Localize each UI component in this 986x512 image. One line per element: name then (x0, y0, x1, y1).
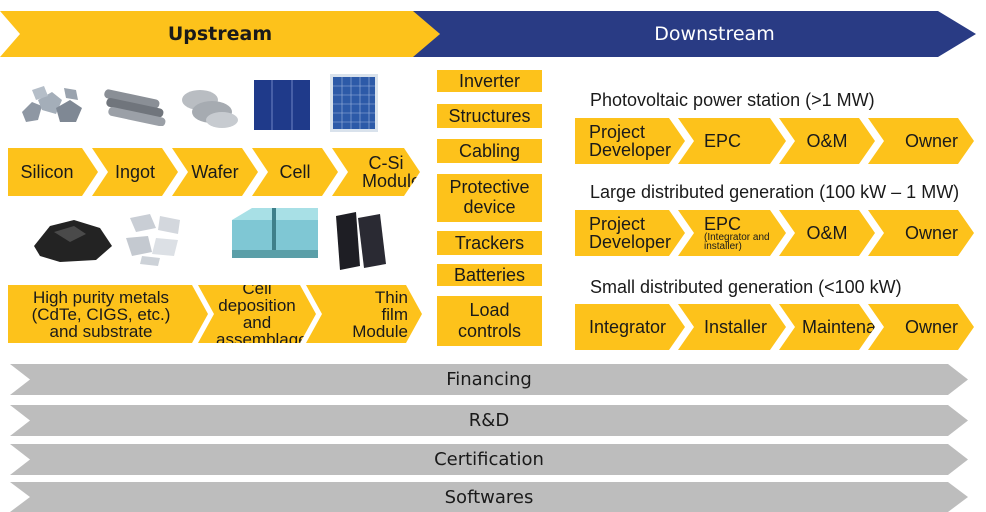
thin-film-deposition-image (232, 208, 318, 258)
seg2-step-om: O&M (779, 210, 875, 256)
segment-title-text: Small distributed generation (<100 kW) (590, 277, 902, 297)
bar-rd: R&D (10, 405, 968, 436)
component-load-controls: Load controls (437, 296, 542, 346)
chain-step-csi-module: C-Si Module (332, 148, 420, 196)
step-label: Maintenance (802, 317, 906, 337)
epc-note: (Integrator and installer) (704, 231, 770, 252)
chain-step-cell: Cell (252, 148, 338, 196)
silicon-chunks-image (22, 86, 82, 122)
component-label-structures: Structures (448, 105, 531, 126)
seg3-step-owner: Owner (868, 304, 974, 350)
step-label: O&M (806, 223, 848, 243)
upstream-header: Upstream (0, 11, 440, 57)
chain-label-csi-module: C-Si Module (362, 153, 422, 191)
component-label-batteries: Batteries (453, 264, 526, 285)
step-label: Owner (904, 223, 958, 243)
component-label-protective-device: Protective device (449, 177, 530, 217)
csi-module-image (330, 74, 378, 132)
upstream-label: Upstream (167, 23, 273, 45)
ingot-image (104, 89, 166, 126)
chain-step-silicon: Silicon (8, 148, 98, 196)
component-batteries: Batteries (437, 264, 542, 286)
step-label: Installer (704, 317, 768, 337)
segment-title-text: Photovoltaic power station (>1 MW) (590, 90, 875, 110)
seg3-step-integrator: Integrator (575, 304, 685, 350)
component-label-load-controls: Load controls (457, 300, 522, 341)
seg1-step-epc: EPC (678, 118, 786, 164)
seg2-step-project-developer: Project Developer (575, 210, 685, 256)
chain-label-cell: Cell (279, 162, 311, 182)
seg2-step-epc: EPC (Integrator and installer) (678, 210, 786, 256)
thin-film-module-image (336, 212, 386, 270)
step-label: EPC (704, 131, 742, 151)
seg1-step-om: O&M (779, 118, 875, 164)
component-cabling: Cabling (437, 139, 542, 163)
substrate-glass-image (126, 214, 180, 266)
segment-title-small-distributed: Small distributed generation (<100 kW) (590, 277, 902, 298)
component-protective-device: Protective device (437, 174, 542, 222)
bar-label-rd: R&D (468, 410, 510, 431)
chain-label-silicon: Silicon (20, 162, 74, 182)
chain-label-high-purity-metals: High purity metals (CdTe, CIGS, etc.) an… (31, 287, 171, 341)
chain-step-high-purity-metals: High purity metals (CdTe, CIGS, etc.) an… (8, 285, 208, 343)
chain-step-wafer: Wafer (172, 148, 258, 196)
seg3-step-installer: Installer (678, 304, 786, 350)
raw-metal-image (34, 220, 112, 262)
wafer-image (182, 90, 238, 128)
solar-cell-image (254, 80, 310, 130)
component-label-inverter: Inverter (458, 70, 521, 91)
segment-title-text: Large distributed generation (100 kW – 1… (590, 182, 960, 202)
chain-label-wafer: Wafer (191, 162, 239, 182)
component-inverter: Inverter (437, 70, 542, 92)
seg1-step-owner: Owner (868, 118, 974, 164)
step-label: O&M (806, 131, 848, 151)
component-label-trackers: Trackers (454, 232, 525, 253)
step-label: Project Developer (589, 214, 672, 252)
component-structures: Structures (437, 104, 542, 128)
seg1-step-project-developer: Project Developer (575, 118, 685, 164)
bar-financing: Financing (10, 364, 968, 395)
bar-softwares: Softwares (10, 482, 968, 512)
bar-label-financing: Financing (446, 369, 532, 390)
chain-step-cell-deposition: Cell deposition and assemblage (198, 285, 316, 343)
step-label: Owner (904, 317, 958, 337)
bar-label-certification: Certification (434, 449, 544, 470)
seg3-step-maintenance: Maintenance (779, 304, 875, 350)
chain-step-thin-film-module: Thin film Module (306, 285, 422, 343)
seg2-step-owner: Owner (868, 210, 974, 256)
component-label-cabling: Cabling (458, 140, 521, 161)
bar-label-softwares: Softwares (444, 486, 534, 508)
step-label: Integrator (589, 317, 667, 337)
segment-title-power-station: Photovoltaic power station (>1 MW) (590, 90, 875, 111)
chain-step-ingot: Ingot (92, 148, 178, 196)
step-label: Project Developer (589, 122, 672, 160)
component-trackers: Trackers (437, 231, 542, 255)
downstream-label: Downstream (654, 23, 775, 45)
downstream-header: Downstream (413, 11, 976, 57)
segment-title-large-distributed: Large distributed generation (100 kW – 1… (590, 182, 959, 203)
bar-certification: Certification (10, 444, 968, 475)
step-label: Owner (904, 131, 958, 151)
step-label: EPC (704, 213, 742, 234)
chain-label-thin-film-module: Thin film Module (352, 287, 408, 341)
chain-label-cell-deposition: Cell deposition and assemblage (216, 279, 308, 349)
chain-label-ingot: Ingot (114, 162, 156, 182)
